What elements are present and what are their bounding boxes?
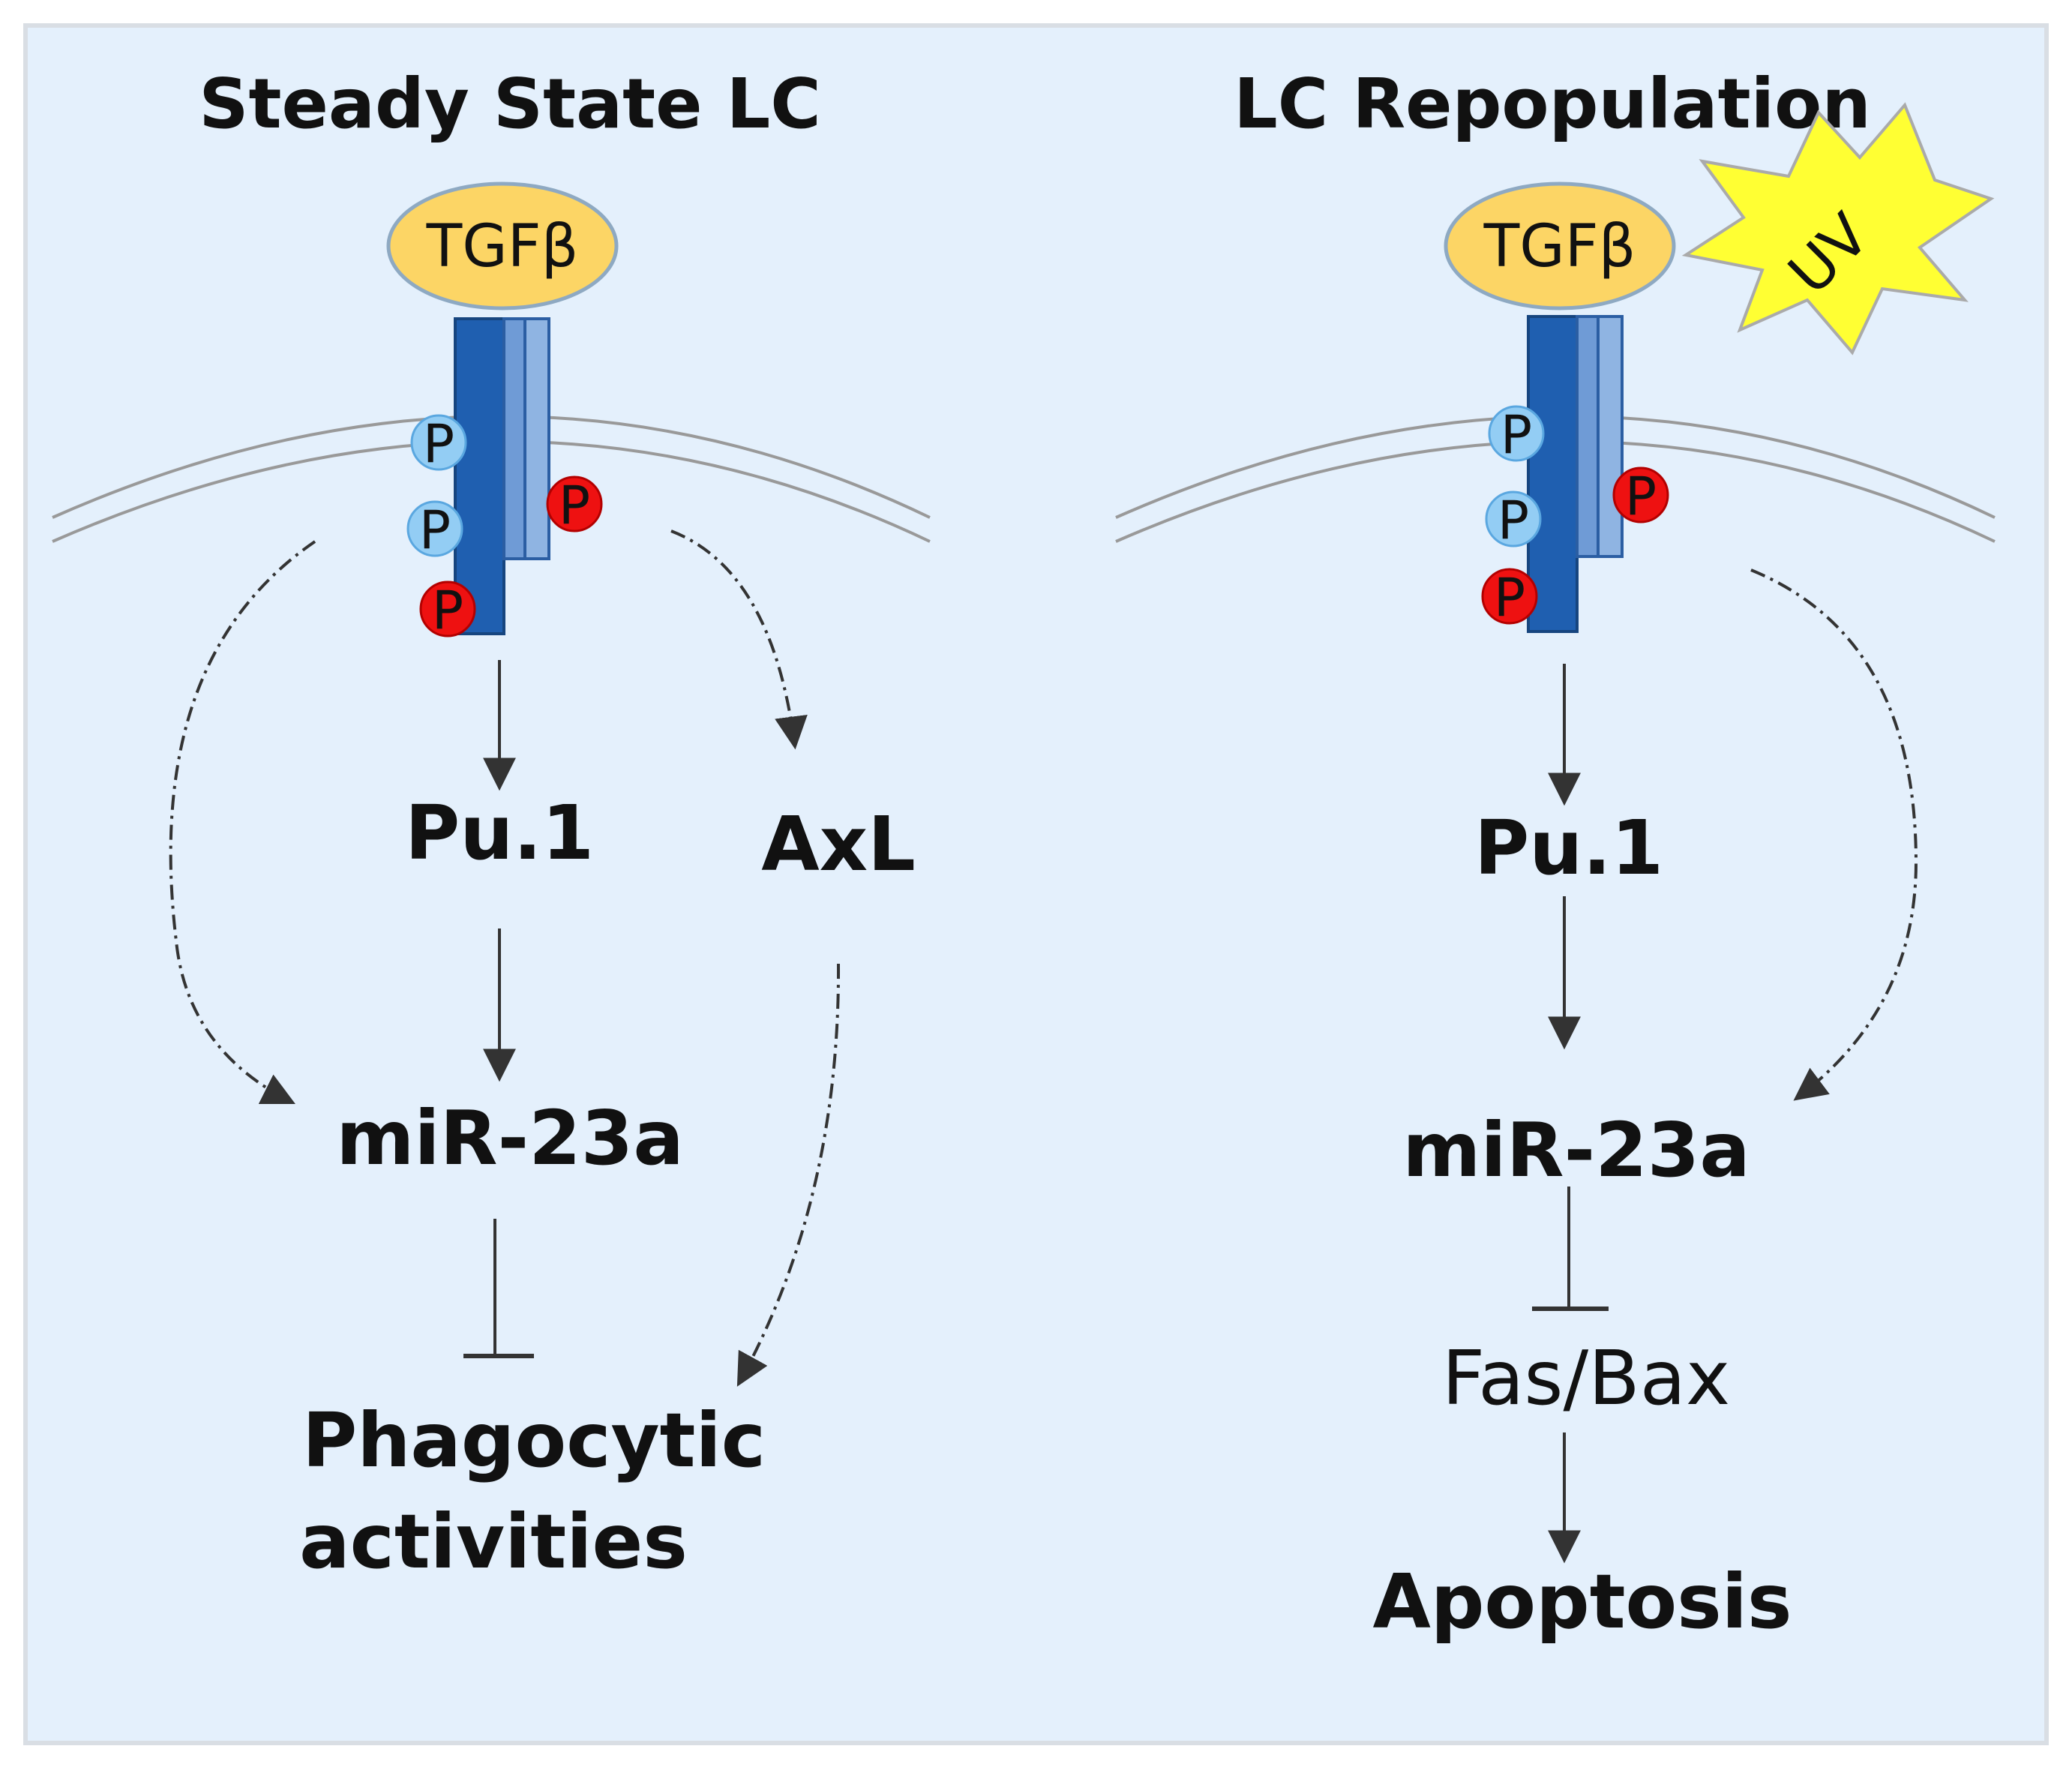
tgfb-ligand bbox=[1444, 182, 1676, 310]
node-mir23a: miR-23a bbox=[336, 1094, 684, 1182]
node-pu1: Pu.1 bbox=[1474, 804, 1663, 892]
dashed-arrow-membrane-to-mir bbox=[169, 540, 316, 1104]
phospho-label: P bbox=[419, 500, 451, 561]
node-fasbax: Fas/Bax bbox=[1442, 1334, 1730, 1422]
phospho-blue-2 bbox=[406, 500, 463, 557]
phospho-red-2 bbox=[546, 476, 603, 532]
phospho-blue-1 bbox=[410, 414, 467, 471]
phospho-label: P bbox=[1494, 567, 1525, 628]
node-phagocytic-line2: activities bbox=[299, 1498, 688, 1586]
panel-steady-state: Steady State LC TGFβ P P P P bbox=[52, 64, 931, 1586]
node-apoptosis: Apoptosis bbox=[1372, 1558, 1792, 1646]
phospho-red-2 bbox=[1612, 466, 1669, 524]
phospho-label: P bbox=[432, 580, 463, 641]
panel-lc-repopulation: LC Repopulation TGFβ UV P P P P bbox=[1115, 64, 1996, 1646]
tgfb-ligand bbox=[386, 182, 619, 310]
dashed-arrow-axl-to-phagocytic bbox=[736, 963, 841, 1387]
phospho-label: P bbox=[1498, 490, 1529, 551]
ligand-label: TGFβ bbox=[426, 213, 579, 280]
panel-title: LC Repopulation bbox=[1234, 64, 1871, 144]
node-pu1: Pu.1 bbox=[405, 789, 594, 877]
phospho-blue-1 bbox=[1488, 405, 1545, 462]
node-phagocytic-line1: Phagocytic bbox=[302, 1396, 766, 1484]
node-mir23a: miR-23a bbox=[1402, 1106, 1750, 1194]
phospho-red-1 bbox=[1481, 568, 1538, 625]
phospho-label: P bbox=[559, 475, 590, 536]
phospho-label: P bbox=[423, 413, 454, 475]
node-axl: AxL bbox=[761, 800, 916, 888]
tgfb-receptor bbox=[454, 317, 550, 635]
phospho-label: P bbox=[1625, 466, 1657, 527]
phospho-blue-2 bbox=[1485, 490, 1542, 548]
uv-burst-icon bbox=[1681, 102, 1995, 356]
ligand-label: TGFβ bbox=[1483, 213, 1636, 280]
dashed-arrow-membrane-to-mir bbox=[1750, 568, 1918, 1101]
phospho-label: P bbox=[1501, 404, 1532, 466]
tgfb-receptor bbox=[1527, 315, 1624, 633]
panel-title: Steady State LC bbox=[199, 64, 820, 144]
phospho-red-1 bbox=[419, 580, 476, 638]
background-panel bbox=[23, 23, 2049, 1745]
dashed-arrow-receptor-to-axl bbox=[670, 530, 808, 750]
